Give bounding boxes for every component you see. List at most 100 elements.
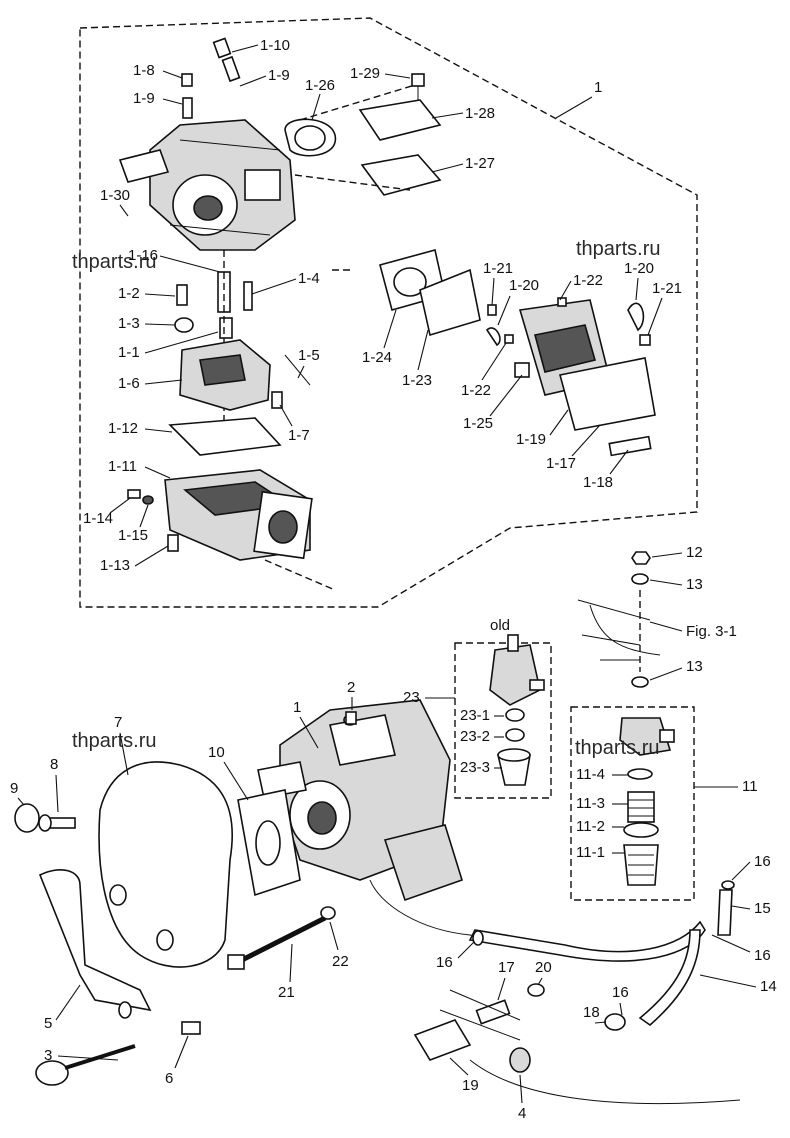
- label-11-1: 11-1: [576, 844, 605, 861]
- label-13-a: 13: [686, 576, 703, 593]
- label-16-a: 16: [754, 853, 771, 870]
- fuel-connector-parts: [413, 983, 741, 1105]
- label-2: 2: [347, 679, 355, 696]
- label-old: old: [490, 617, 510, 634]
- watermark-1: thparts.ru: [72, 251, 156, 273]
- float-chamber: [127, 417, 336, 591]
- label-16-b: 16: [754, 947, 771, 964]
- label-1-20-a: 1-20: [509, 277, 539, 294]
- label-1-4: 1-4: [298, 270, 320, 287]
- label-11-4: 11-4: [576, 766, 605, 783]
- label-1-10: 1-10: [260, 37, 290, 54]
- label-1-19: 1-19: [516, 431, 546, 448]
- label-1-14: 1-14: [83, 510, 113, 527]
- label-10: 10: [208, 744, 225, 761]
- fuel-pump-old: [489, 634, 545, 786]
- label-5: 5: [44, 1015, 52, 1032]
- label-23: 23: [403, 689, 420, 706]
- label-fig-3-1: Fig. 3-1: [686, 623, 737, 640]
- label-1-9-a: 1-9: [133, 90, 155, 107]
- label-23-3: 23-3: [460, 759, 490, 776]
- label-1-lower: 1: [293, 699, 301, 716]
- gasket-10: [237, 789, 301, 897]
- label-1: 1: [594, 79, 602, 96]
- label-22: 22: [332, 953, 349, 970]
- label-6: 6: [165, 1070, 173, 1087]
- fuel-hoses: [369, 879, 735, 1027]
- label-1-27: 1-27: [465, 155, 495, 172]
- knob-9-bolt-8: [14, 803, 76, 833]
- screws-top: [181, 37, 425, 119]
- label-1-9-b: 1-9: [268, 67, 290, 84]
- label-1-21-a: 1-21: [483, 260, 513, 277]
- label-13-b: 13: [686, 658, 703, 675]
- watermark-4: thparts.ru: [575, 737, 659, 759]
- watermark-3: thparts.ru: [72, 730, 156, 752]
- label-23-1: 23-1: [460, 707, 490, 724]
- label-11-2: 11-2: [576, 818, 605, 835]
- label-7: 7: [114, 714, 122, 731]
- silencer-7: [98, 761, 233, 968]
- label-1-22-a: 1-22: [573, 272, 603, 289]
- label-12: 12: [686, 544, 703, 561]
- label-1-25: 1-25: [463, 415, 493, 432]
- fuel-filter: [619, 717, 675, 886]
- label-15: 15: [754, 900, 771, 917]
- label-1-26: 1-26: [305, 77, 335, 94]
- label-1-1: 1-1: [118, 344, 140, 361]
- label-1-29: 1-29: [350, 65, 380, 82]
- label-19: 19: [462, 1077, 479, 1094]
- choke-knob-3: [35, 1044, 136, 1086]
- label-1-7: 1-7: [288, 427, 310, 444]
- top-labels: 1-10 1-8 1-9 1-9 1-29 1-26 1-28 1 1-27 1…: [83, 37, 682, 574]
- label-1-18: 1-18: [583, 474, 613, 491]
- label-1-17: 1-17: [546, 455, 576, 472]
- fuel-pump-top: [332, 249, 656, 457]
- label-21: 21: [278, 984, 295, 1001]
- label-1-23: 1-23: [402, 372, 432, 389]
- label-17: 17: [498, 959, 515, 976]
- float: [179, 339, 311, 411]
- label-1-2: 1-2: [118, 285, 140, 302]
- fuel-filter-boundary: [570, 706, 695, 901]
- label-1-20-b: 1-20: [624, 260, 654, 277]
- label-23-2: 23-2: [460, 728, 490, 745]
- carburetor-lower: [257, 699, 463, 902]
- label-1-5: 1-5: [298, 347, 320, 364]
- label-9: 9: [10, 780, 18, 797]
- label-1-30: 1-30: [100, 187, 130, 204]
- label-1-11: 1-11: [108, 458, 137, 475]
- label-1-28: 1-28: [465, 105, 495, 122]
- label-11-3: 11-3: [576, 795, 605, 812]
- label-16-c: 16: [436, 954, 453, 971]
- watermark-2: thparts.ru: [576, 238, 660, 260]
- label-1-8: 1-8: [133, 62, 155, 79]
- label-11: 11: [742, 778, 758, 795]
- lower-labels: 12 13 Fig. 3-1 13 old 23 23-1 23-2 23-3 …: [10, 544, 777, 1122]
- label-20: 20: [535, 959, 552, 976]
- grommet-6: [181, 1021, 201, 1035]
- bolt-21-washer-22: [227, 906, 336, 970]
- float-needle-parts: [174, 250, 253, 420]
- label-4: 4: [518, 1105, 526, 1122]
- label-1-15: 1-15: [118, 527, 148, 544]
- bracket-fig31: [577, 551, 661, 688]
- label-8: 8: [50, 756, 58, 773]
- fuel-pump-old-boundary: [454, 642, 552, 799]
- label-1-13: 1-13: [100, 557, 130, 574]
- label-1-6: 1-6: [118, 375, 140, 392]
- label-1-3: 1-3: [118, 315, 140, 332]
- label-1-24: 1-24: [362, 349, 392, 366]
- label-1-21-b: 1-21: [652, 280, 682, 297]
- label-3: 3: [44, 1047, 52, 1064]
- label-14: 14: [760, 978, 777, 995]
- label-16-d: 16: [612, 984, 629, 1001]
- carburetor-body: [118, 119, 296, 251]
- label-1-22-b: 1-22: [461, 382, 491, 399]
- link-5: [38, 869, 152, 1019]
- label-18: 18: [583, 1004, 600, 1021]
- carburetor-assembly-boundary: [79, 17, 698, 608]
- label-1-16: 1-16: [128, 247, 158, 264]
